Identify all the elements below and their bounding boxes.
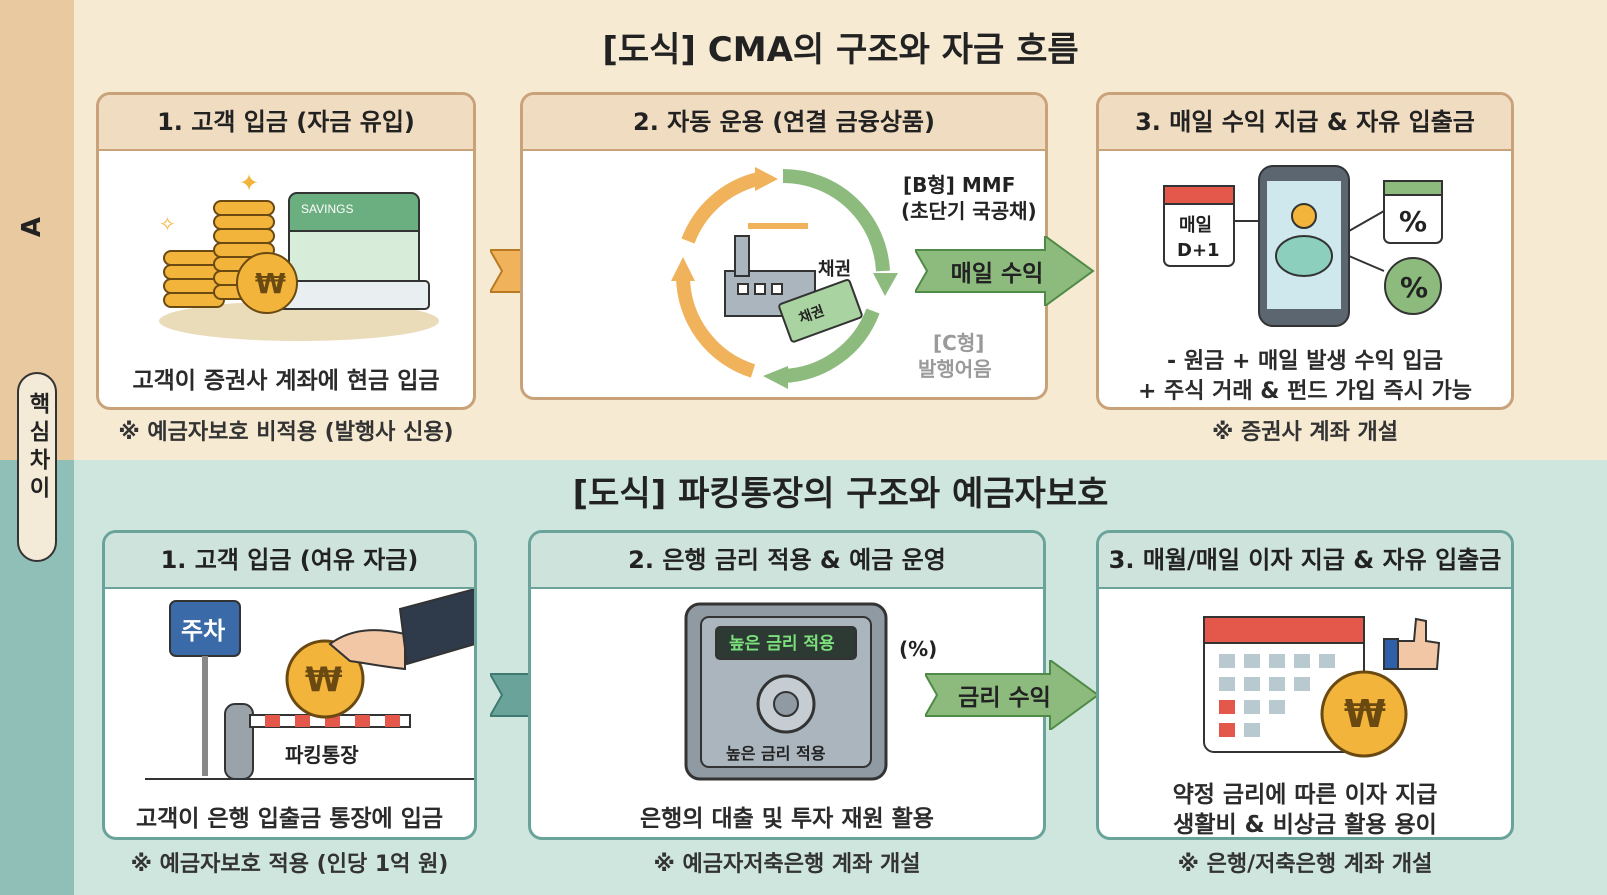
parking-account-label: 파킹통장 (285, 743, 359, 767)
cma-step3-heading: 3. 매일 수익 지급 & 자유 입출금 (1099, 95, 1511, 151)
svg-text:매일: 매일 (1179, 215, 1212, 236)
svg-text:D+1: D+1 (1177, 240, 1220, 261)
parking-step2-caption: 은행의 대출 및 투자 재원 활용 (640, 806, 934, 832)
cma-step1-card: 1. 고객 입금 (자금 유입) SAVINGS ₩ ✦ ✧ 고 (96, 92, 476, 410)
parking-step1-caption: 고객이 은행 입출금 통장에 입금 (135, 806, 444, 832)
won-icon: ₩ (255, 267, 286, 300)
svg-text:높은 금리 적용: 높은 금리 적용 (729, 634, 835, 654)
phone-piggybank-illustration: 매일 D+1 % % (1163, 165, 1443, 327)
svg-text:%: % (1400, 271, 1428, 304)
parking-sign-icon (169, 600, 241, 776)
coin-icon (285, 639, 365, 719)
key-difference-label: 핵심차이 (25, 392, 50, 504)
calendar-coin-illustration: ₩ (1203, 616, 1441, 758)
svg-text:₩: ₩ (305, 660, 343, 700)
coin-icon (1320, 670, 1408, 758)
sparkle-icon: ✦ (239, 171, 259, 197)
percent-icon (1383, 180, 1443, 315)
key-difference-tab: 핵심차이 (17, 372, 57, 562)
gate-barrier-icon (224, 703, 411, 780)
parking-step3-caption2: 생활비 & 비상금 활용 용이 (1173, 812, 1437, 838)
percent-label: (%) (899, 637, 938, 661)
cma-step1-note: ※ 예금자보호 비적용 (발행사 신용) (118, 420, 454, 445)
side-rail: A 핵심차이 (0, 0, 74, 895)
parking-step2-heading: 2. 은행 금리 적용 & 예금 운영 (531, 533, 1043, 589)
cma-step2-heading: 2. 자동 운용 (연결 금융상품) (523, 95, 1045, 151)
safe-icon (684, 602, 888, 781)
calendar-icon (1163, 185, 1235, 267)
parking-arrow-interest-label: 금리 수익 (958, 685, 1051, 711)
cma-arrow-daily-return-label: 매일 수익 (950, 261, 1044, 287)
svg-text:SAVINGS: SAVINGS (301, 202, 353, 216)
mmf-label: [B형] MMF (903, 173, 1016, 197)
parking-step1-card: 1. 고객 입금 (여유 자금) 주차 ₩ (102, 530, 477, 840)
parking-step2-card: 2. 은행 금리 적용 & 예금 운영 높은 금리 적용 높은 금리 적용 (%… (528, 530, 1046, 840)
cma-step3-note: ※ 증권사 계좌 개설 (1211, 420, 1399, 445)
thumbs-up-icon (1383, 617, 1441, 670)
cma-step1-heading: 1. 고객 입금 (자금 유입) (99, 95, 473, 151)
parking-title: [도식] 파킹통장의 구조와 예금자보호 (572, 474, 1109, 514)
parking-step2-note: ※ 예금자저축은행 계좌 개설 (653, 852, 921, 877)
cma-step3-caption2: + 주식 거래 & 펀드 가입 즉시 가능 (1137, 379, 1473, 404)
issued-note-label: 발행어음 (918, 357, 992, 381)
cma-step1-caption: 고객이 증권사 계좌에 현금 입금 (132, 368, 440, 394)
cma-title: [도식] CMA의 구조와 자금 흐름 (602, 30, 1079, 70)
parking-step3-caption1: 약정 금리에 따른 이자 지급 (1172, 782, 1438, 808)
hand-icon (328, 589, 474, 671)
cma-step2-card: 2. 자동 운용 (연결 금융상품) 채권 채권 [B형] MMF (초단기 국… (520, 92, 1048, 400)
parking-step3-card: 3. 매월/매일 이자 지급 & 자유 입출금 ₩ 약정 (1096, 530, 1514, 840)
parking-step3-heading: 3. 매월/매일 이자 지급 & 자유 입출금 (1099, 533, 1511, 589)
parking-step1-note: ※ 예금자보호 적용 (인당 1억 원) (130, 852, 449, 877)
svg-text:%: % (1399, 205, 1427, 238)
c-type-label: [C형] (933, 331, 985, 355)
passbook-icon: SAVINGS (268, 192, 430, 310)
parking-step3-note: ※ 은행/저축은행 계좌 개설 (1177, 852, 1433, 877)
cma-step3-card: 3. 매일 수익 지급 & 자유 입출금 매일 D+1 (1096, 92, 1514, 410)
sparkle-icon: ✧ (159, 212, 176, 236)
circular-flow-illustration: 채권 (671, 167, 898, 389)
bond-bundle-icon (778, 279, 863, 343)
bond-label: 채권 (818, 259, 852, 280)
coins-and-passbook-illustration: SAVINGS ₩ ✦ ✧ (159, 171, 439, 341)
parking-arrow-interest: 금리 수익 (923, 658, 1100, 732)
cma-step3-caption1: - 원금 + 매일 발생 수익 입금 (1167, 349, 1443, 374)
mmf-sub-label: (초단기 국공채) (901, 199, 1037, 223)
side-label-a: A (17, 216, 48, 238)
svg-text:높은 금리 적용: 높은 금리 적용 (726, 744, 826, 763)
piggy-bank-icon (1275, 203, 1333, 277)
coin-stack-icon (163, 200, 298, 314)
parking-gate-illustration: 주차 ₩ (145, 589, 474, 780)
vault-safe-illustration: 높은 금리 적용 높은 금리 적용 (684, 602, 888, 781)
svg-text:₩: ₩ (1344, 692, 1386, 736)
svg-text:주차: 주차 (181, 617, 225, 645)
cma-arrow-daily-return: 매일 수익 (913, 234, 1095, 308)
parking-step1-heading: 1. 고객 입금 (여유 자금) (105, 533, 474, 589)
